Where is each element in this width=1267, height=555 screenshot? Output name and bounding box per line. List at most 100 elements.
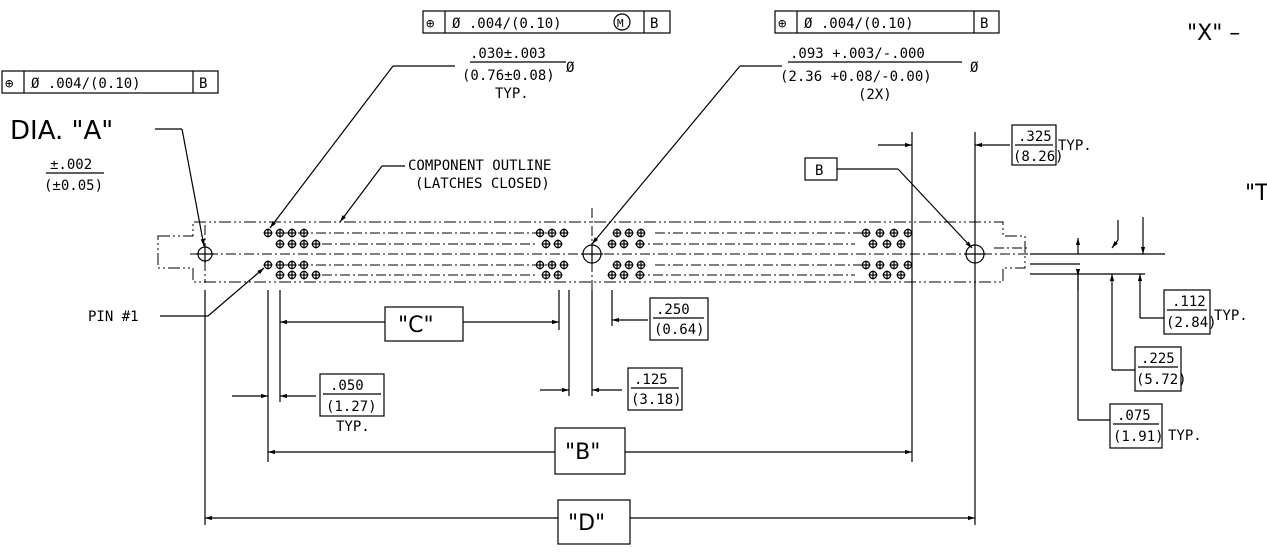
dim-050-note: TYP. (336, 419, 370, 435)
pin-hole (889, 260, 899, 270)
pin-hole (868, 270, 878, 280)
pin-hole (636, 228, 646, 238)
pin-grid (263, 228, 913, 280)
pin-hole (607, 239, 617, 249)
pin-hole (553, 270, 563, 280)
pin-hole (903, 260, 913, 270)
pin-hole (875, 228, 885, 238)
dim-112-note: TYP. (1214, 308, 1248, 324)
small-hole-size-in: .030±.003 (470, 46, 546, 62)
pin1-label: PIN #1 (88, 309, 139, 325)
pin-hole (896, 239, 906, 249)
dim-d: "D" (205, 499, 975, 545)
pin-hole (287, 239, 297, 249)
diameter-symbol: Ø (566, 60, 575, 76)
pin-hole (287, 228, 297, 238)
fcf-position-symbol: ⊕ (778, 16, 787, 32)
pin-hole (619, 239, 629, 249)
dim-125-in: .125 (634, 372, 668, 388)
fcf-middle: ⊕ Ø .004/(0.10) M B (422, 10, 671, 34)
dim-225: .225 (5.72) (1134, 346, 1187, 392)
large-hole-size-in: .093 +.003/-.000 (790, 46, 925, 62)
pin-hole (275, 260, 285, 270)
pin-hole (882, 239, 892, 249)
fcf-right: ⊕ Ø .004/(0.10) B (774, 10, 1000, 34)
pin-hole (299, 239, 309, 249)
label-c: "C" (398, 313, 434, 338)
fcf-position-symbol: ⊕ (5, 76, 14, 92)
fcf-tolerance: Ø .004/(0.10) (452, 16, 562, 32)
pin-hole (612, 228, 622, 238)
dia-a-tol-in: ±.002 (50, 157, 92, 173)
dim-075: .075 (1.91) TYP. (1109, 403, 1202, 449)
label-t-cropped: "T (1245, 181, 1267, 206)
large-hole-size-mm: (2.36 +0.08/-0.00) (780, 69, 932, 85)
pin-hole (541, 239, 551, 249)
pin-hole (903, 228, 913, 238)
pin1-callout: PIN #1 (88, 267, 265, 325)
component-outline-note: COMPONENT OUTLINE (LATCHES CLOSED) (339, 158, 551, 223)
dim-050-in: .050 (330, 378, 364, 394)
pin-hole (875, 260, 885, 270)
dim-325-note: TYP. (1058, 138, 1092, 154)
pin-hole (636, 260, 646, 270)
datum-b-box: B (804, 157, 973, 249)
mounting-hole-center (581, 243, 603, 265)
max-material-symbol (613, 13, 631, 31)
pin-hole (547, 228, 557, 238)
dim-250-in: .250 (656, 302, 690, 318)
component-outline-line2: (LATCHES CLOSED) (415, 176, 550, 192)
pin-hole (299, 270, 309, 280)
dim-112-in: .112 (1172, 294, 1206, 310)
pin-hole (896, 270, 906, 280)
extension-lines (204, 132, 1165, 525)
pin-hole (541, 270, 551, 280)
component-outline-line1: COMPONENT OUTLINE (408, 158, 551, 174)
fcf-datum: B (650, 16, 658, 32)
pin-hole (619, 270, 629, 280)
dim-050: .050 (1.27) TYP. (232, 373, 385, 435)
dim-075-note: TYP. (1168, 428, 1202, 444)
pin-hole (275, 270, 285, 280)
pin-hole (547, 260, 557, 270)
fcf-datum: B (199, 76, 207, 92)
dia-a-tol-mm: (±0.05) (44, 178, 103, 194)
pin-hole (275, 239, 285, 249)
pin-hole (299, 260, 309, 270)
small-hole-callout: .030±.003 (0.76±0.08) Ø TYP. (462, 46, 575, 102)
pin-hole (607, 270, 617, 280)
pin-hole (553, 239, 563, 249)
pin-hole (559, 260, 569, 270)
mounting-hole-left (196, 245, 214, 263)
pin-hole (535, 260, 545, 270)
pin-hole (635, 239, 645, 249)
typ-note: TYP. (495, 86, 529, 102)
fcf-modifier: M (617, 17, 624, 30)
label-c-box (384, 306, 464, 342)
dim-225-in: .225 (1141, 351, 1175, 367)
fcf-position-symbol: ⊕ (426, 16, 435, 32)
dim-325-in: .325 (1018, 129, 1052, 145)
pin-hole (624, 228, 634, 238)
dim-112: .112 (2.84) TYP. (1163, 289, 1248, 335)
pin-hole (535, 228, 545, 238)
pin-hole (882, 270, 892, 280)
dim-250: .250 (0.64) (612, 297, 709, 341)
pin-hole (287, 260, 297, 270)
pin-hole (275, 228, 285, 238)
dim-075-mm: (1.91) (1113, 429, 1164, 445)
pin-hole (299, 228, 309, 238)
diameter-symbol: Ø (970, 60, 979, 76)
pin-hole (624, 260, 634, 270)
label-d-box (557, 499, 631, 545)
pin-hole (559, 228, 569, 238)
dim-b: "B" (268, 427, 912, 475)
datum-b-label: B (815, 163, 823, 179)
dim-c: "C" (280, 306, 559, 342)
pin-hole (287, 270, 297, 280)
pin-hole (311, 270, 321, 280)
pin-hole (868, 239, 878, 249)
fcf-datum: B (980, 16, 988, 32)
pin-hole (311, 239, 321, 249)
